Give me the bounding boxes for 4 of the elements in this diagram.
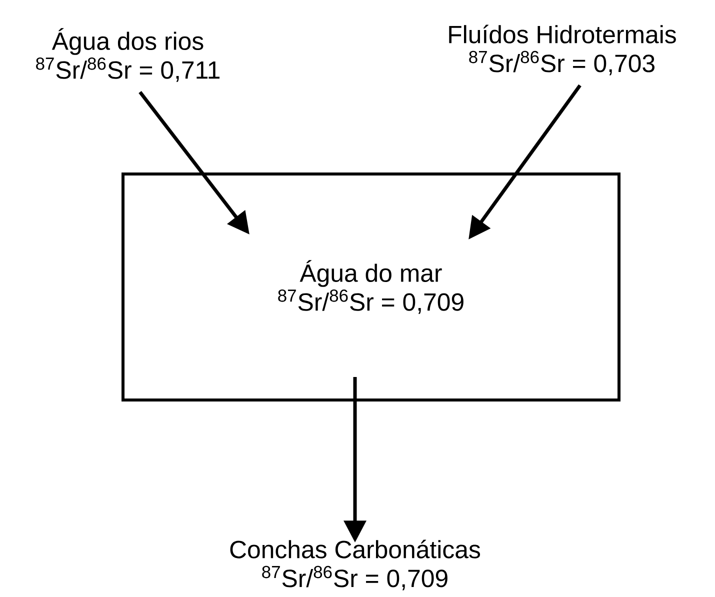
process-box: Água do mar $^{87}$Sr/$^{86}$Sr = 0,709 xyxy=(122,172,620,402)
text-label: Fluídos Hidrotermais $^{87}$Sr/$^{86}$Sr = 0,703 xyxy=(449,24,676,76)
text-label: Água dos rios $^{87}$Sr/$^{86}$Sr = 0,711 xyxy=(36,28,220,82)
text-label: Conchas Carbonáticas $^{87}$Sr/$^{86}$Sr = 0,709 xyxy=(230,540,480,590)
